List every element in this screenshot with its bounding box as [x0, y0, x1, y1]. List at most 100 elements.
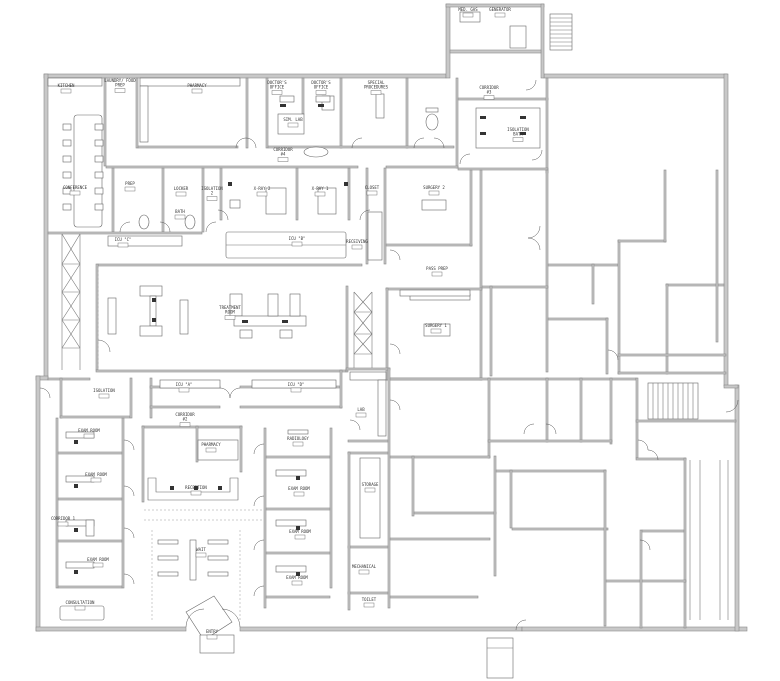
room-x-ray-2: X-RAY 2	[254, 186, 271, 197]
room-name: PREP	[115, 83, 125, 88]
room-number-tag	[292, 441, 304, 447]
room-name: CORRIDOR	[175, 412, 195, 417]
room-name: STORAGE	[362, 482, 379, 487]
room-name: CONFERENCE	[63, 185, 88, 190]
room-name: PREP	[125, 181, 135, 186]
room-name: OFFICE	[314, 85, 329, 90]
room-number-tag	[92, 562, 104, 568]
room-number-tag	[364, 487, 376, 493]
room-number-tag	[290, 387, 302, 393]
room-name: EXAM ROOM	[85, 472, 107, 477]
room-name: RECEPTION	[185, 485, 207, 490]
room-name: WAIT	[196, 547, 206, 552]
room-number-tag	[224, 315, 236, 320]
room-name: EXAM ROOM	[288, 486, 310, 491]
room-bath: BATH	[174, 209, 186, 220]
room-x-ray-1: X-RAY 1	[312, 186, 329, 197]
room-number-tag	[191, 88, 203, 94]
room-name: ROOM	[225, 310, 235, 315]
room-radiology: RADIOLOGY	[287, 436, 309, 447]
room-number-tag	[60, 88, 72, 94]
room-number-tag	[117, 242, 129, 248]
room-number-tag	[114, 88, 126, 93]
room-name: X-RAY 1	[312, 186, 329, 191]
room-number-tag	[256, 191, 268, 197]
room-number-tag	[370, 90, 382, 95]
room-corridor-2: CORRIDOR#2	[175, 412, 195, 427]
room-number-tag	[124, 186, 136, 192]
room-med-gas: MED. GAS	[458, 7, 478, 18]
room-name: RADIOLOGY	[287, 436, 309, 441]
room-exam-room-6: EXAM ROOM	[286, 575, 308, 586]
room-name: BATH	[513, 132, 523, 137]
room-exam-room-4: EXAM ROOM	[289, 529, 311, 540]
room-name: DOCTOR'S	[311, 80, 331, 85]
room-prep: PREP	[124, 181, 136, 192]
room-name: X-RAY 2	[254, 186, 271, 191]
room-number-tag	[83, 433, 95, 439]
room-name: BATH	[175, 209, 185, 214]
room-name: #3	[487, 90, 492, 95]
room-corridor-4: CORRIDOR#4	[273, 147, 293, 162]
room-surgery-1: SURGERY 1	[425, 323, 447, 334]
room-wait: WAIT	[195, 547, 206, 558]
room-number-tag	[351, 244, 363, 250]
room-number-tag	[462, 12, 474, 18]
room-pass-prep: PASS PREP	[426, 266, 448, 277]
room-number-tag	[98, 393, 110, 399]
room-name: TREATMENT	[219, 305, 241, 310]
room-consultation: CONSULTATION	[66, 600, 95, 611]
room-storage: STORAGE	[362, 482, 379, 493]
room-name: #2	[183, 417, 188, 422]
room-name: ICU "B"	[289, 236, 306, 241]
room-number-tag	[74, 605, 86, 611]
room-name: CLOSET	[365, 185, 380, 190]
room-name: LAUNDRY/ FOOD	[104, 78, 136, 83]
room-name: EXAM ROOM	[78, 428, 100, 433]
room-corridor-1: CORRIDOR 1	[51, 516, 76, 527]
room-toilet: TOILET	[362, 597, 377, 608]
room-conference: CONFERENCE	[63, 185, 88, 196]
room-name: MECHANICAL	[352, 564, 377, 569]
room-number-tag	[90, 477, 102, 483]
room-name: ISOLATION	[201, 186, 223, 191]
room-number-tag	[293, 491, 305, 497]
room-number-tag	[358, 569, 370, 575]
room-name: LOCKER	[174, 186, 189, 191]
room-icu-d: ICU "D"	[288, 382, 304, 393]
room-number-tag	[174, 214, 186, 220]
room-entry: ENTRY	[206, 629, 219, 640]
room-number-tag	[428, 190, 440, 196]
room-closet: CLOSET	[365, 185, 380, 196]
room-number-tag	[291, 241, 303, 247]
room-reception: RECEPTION	[185, 485, 207, 496]
room-number-tag	[494, 12, 506, 18]
stair-top	[549, 13, 573, 51]
room-number-tag	[315, 90, 327, 95]
room-exam-room-5: EXAM ROOM	[87, 557, 109, 568]
furniture	[47, 11, 541, 654]
room-kitchen: KITCHEN	[58, 83, 75, 94]
room-name: 2	[211, 191, 214, 196]
room-number-tag	[431, 271, 443, 277]
room-name: PHARMACY	[201, 442, 221, 447]
room-name: ENTRY	[206, 629, 219, 634]
interior-walls	[47, 77, 737, 629]
room-name: ISOLATION	[93, 388, 115, 393]
room-name: SPECIAL	[368, 80, 385, 85]
ramp-bottom	[486, 637, 514, 679]
partitions	[61, 233, 729, 620]
room-number-tag	[294, 534, 306, 540]
room-name: EXAM ROOM	[286, 575, 308, 580]
room-number-tag	[363, 602, 375, 608]
room-name: LAB	[357, 407, 365, 412]
room-lab: LAB	[355, 407, 367, 418]
stair-right	[647, 382, 699, 420]
room-number-tag	[175, 191, 187, 197]
